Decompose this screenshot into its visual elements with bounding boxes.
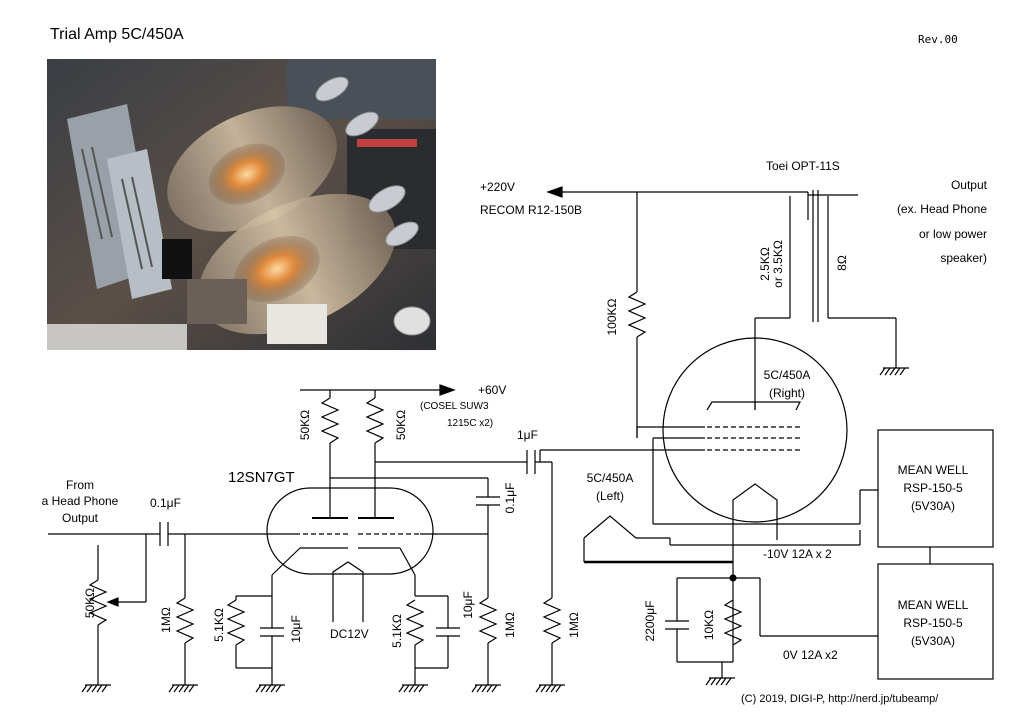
output-transformer (754, 190, 897, 410)
supply-low-voltage: +60V (478, 383, 507, 397)
input-note-1: From (66, 478, 94, 492)
psu1-line2: RSP-150-5 (903, 481, 963, 495)
psu2-line3: (5V30A) (910, 634, 956, 648)
output-note-3: or low power (918, 227, 987, 241)
revision-label: Rev.00 (918, 33, 958, 46)
label-pot-in: 50KΩ (83, 587, 97, 619)
tube-right-side: (Right) (768, 386, 805, 400)
tube-5c450a-left-heater (583, 515, 861, 564)
label-r-plate: 100KΩ (605, 298, 619, 336)
high-voltage-rail (546, 186, 808, 198)
tube-12sn7gt (266, 487, 488, 622)
input-note-3: Output (61, 511, 99, 525)
transformer-name: Toei OPT-11S (766, 159, 840, 173)
page-title: Trial Amp 5C/450A (50, 26, 184, 43)
label-c-k1: 10μF (289, 615, 303, 643)
label-c-k2: 10μF (461, 591, 475, 619)
cathode-network-1 (226, 575, 284, 685)
label-r-grid1: 1MΩ (159, 607, 173, 633)
transformer-primary: 2.5KΩ or 3.5KΩ (758, 240, 785, 288)
tube-5c450a-right (540, 337, 878, 578)
label-r-load2: 50KΩ (394, 409, 408, 441)
output-note-2: (ex. Head Phone (896, 202, 987, 216)
supply-low-source-1: (COSEL SUW3 (420, 401, 489, 412)
input-network (48, 522, 295, 685)
supply-high-source: RECOM R12-150B (480, 203, 583, 217)
heater-dc-label: DC12V (330, 627, 369, 641)
label-r-k1: 5.1KΩ (212, 608, 226, 642)
label-r-grid-out: 1MΩ (567, 612, 581, 638)
tube-driver-name: 12SN7GT (228, 469, 295, 486)
amplifier-photo (47, 59, 436, 350)
label-r-k2: 5.1KΩ (390, 614, 404, 648)
heater-zero-label: 0V 12A x2 (783, 648, 838, 662)
cathode-network-2 (405, 575, 460, 685)
tube-right-name: 5C/450A (763, 368, 811, 382)
label-r-grid2: 1MΩ (503, 612, 517, 638)
psu2-line1: MEAN WELL (897, 598, 969, 612)
copyright: (C) 2019, DIGI-P, http://nerd.jp/tubeamp… (741, 693, 939, 705)
label-c-bypass: 0.1μF (503, 482, 517, 514)
label-r-fil: 10KΩ (702, 609, 716, 641)
ground-symbols (81, 684, 565, 693)
output-note-1: Output (950, 178, 987, 192)
supply-low-source-2: 1215C x2) (447, 418, 494, 429)
psu1-line3: (5V30A) (910, 499, 956, 513)
ground-symbol (879, 367, 909, 376)
heater-neg-label: -10V 12A x 2 (763, 547, 832, 561)
label-c-fil: 2200μF (643, 600, 657, 642)
psu-boxes (877, 429, 994, 680)
label-r-load1: 50KΩ (298, 409, 312, 441)
output-note-4: speaker) (940, 251, 987, 265)
filament-network (665, 574, 878, 686)
tube-left-side: (Left) (595, 489, 624, 503)
tube-left-name: 5C/450A (586, 471, 634, 485)
bypass-capacitor (476, 478, 500, 685)
input-note-2: a Head Phone (41, 494, 119, 508)
psu1-line1: MEAN WELL (897, 463, 969, 477)
low-voltage-rail (300, 384, 562, 685)
label-c-in: 0.1μF (150, 496, 181, 510)
transformer-secondary: 8Ω (835, 255, 849, 271)
supply-high-voltage: +220V (480, 180, 516, 194)
psu2-line2: RSP-150-5 (903, 616, 963, 630)
resistor-100k (627, 192, 647, 438)
label-c-couple-out: 1μF (517, 428, 538, 442)
